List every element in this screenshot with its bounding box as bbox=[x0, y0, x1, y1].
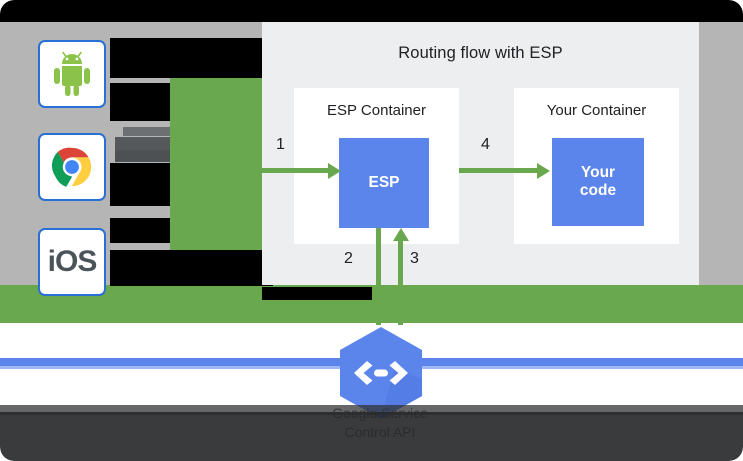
android-icon bbox=[54, 52, 90, 96]
arrow-4-label: 4 bbox=[481, 136, 490, 153]
bottom-overlay-upper bbox=[0, 405, 743, 415]
client-tile-android[interactable] bbox=[38, 40, 106, 108]
diagram-card: Routing flow with ESP ESP Container ESP … bbox=[257, 22, 699, 320]
arrow-2-extension bbox=[376, 285, 381, 325]
arrow-3-label: 3 bbox=[410, 250, 419, 267]
arrow-1-line bbox=[257, 168, 330, 173]
esp-container-title: ESP Container bbox=[327, 102, 426, 119]
esp-box[interactable]: ESP bbox=[339, 138, 429, 228]
esp-container: ESP Container ESP bbox=[294, 88, 459, 244]
occlusion-bar-7 bbox=[110, 218, 170, 243]
occlusion-bar-9 bbox=[262, 287, 372, 300]
occlusion-bar-4 bbox=[115, 137, 170, 150]
arrow-3-line bbox=[398, 241, 403, 320]
ios-label: iOS bbox=[47, 245, 98, 278]
your-container-title: Your Container bbox=[546, 102, 647, 119]
arrow-3-extension bbox=[398, 285, 403, 325]
occlusion-bar-1 bbox=[110, 38, 273, 78]
arrow-4-line bbox=[459, 168, 540, 173]
occlusion-bar-8 bbox=[110, 250, 273, 286]
occlusion-bar-3 bbox=[123, 127, 170, 136]
client-tile-chrome[interactable] bbox=[38, 133, 106, 201]
arrow-3-head bbox=[392, 228, 409, 241]
top-black-bar bbox=[0, 0, 743, 22]
occlusion-bar-6 bbox=[110, 163, 170, 206]
arrow-2-line bbox=[376, 228, 381, 320]
arrow-1-label: 1 bbox=[276, 136, 285, 153]
chrome-icon bbox=[51, 147, 92, 187]
bottom-overlay bbox=[0, 412, 743, 461]
diagram-title: Routing flow with ESP bbox=[398, 44, 563, 62]
your-code-line1: Your bbox=[580, 164, 616, 182]
arrow-2-label: 2 bbox=[344, 250, 353, 267]
your-code-line2: code bbox=[579, 182, 617, 199]
occlusion-bar-2 bbox=[110, 83, 170, 121]
occlusion-bar-5 bbox=[115, 150, 170, 162]
arrow-1-head bbox=[328, 162, 341, 179]
your-code-box[interactable]: Your code bbox=[552, 138, 644, 226]
esp-box-label: ESP bbox=[368, 174, 400, 192]
arrow-4-head bbox=[537, 162, 550, 179]
your-code-box-label: Your code bbox=[580, 164, 616, 200]
client-tile-ios[interactable]: iOS bbox=[38, 228, 106, 296]
